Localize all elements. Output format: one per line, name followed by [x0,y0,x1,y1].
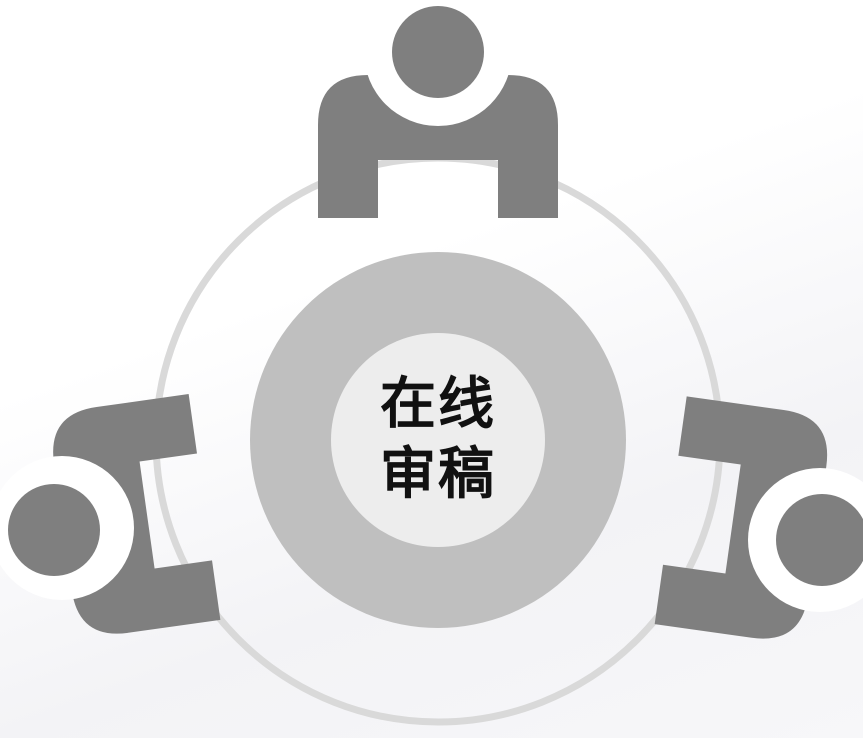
inner-disc [331,333,545,547]
person-left-icon [0,394,221,634]
person-right-icon [654,396,863,639]
center-label: 在线 审稿 [331,333,545,547]
center-label-line1: 在线 [380,372,496,437]
center-label-line2: 审稿 [380,442,496,507]
person-top-icon [318,0,558,218]
